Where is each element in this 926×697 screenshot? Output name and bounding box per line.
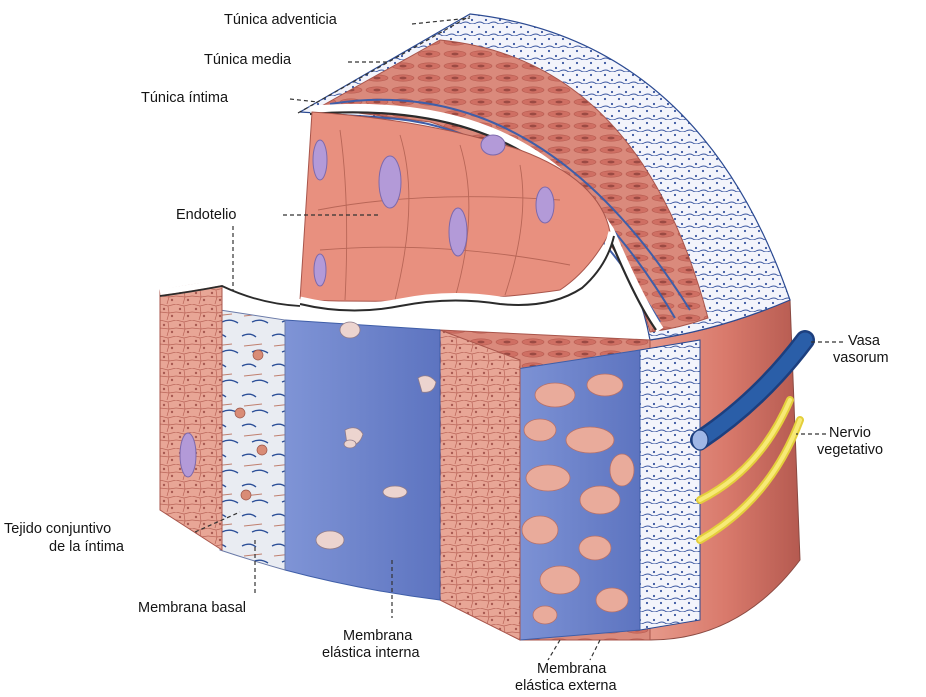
label-tunica-adventicia: Túnica adventicia (224, 12, 337, 29)
label-externa-1: Membrana (537, 661, 606, 678)
label-nervio-2: vegetativo (817, 442, 883, 459)
label-nervio-1: Nervio (829, 425, 871, 442)
label-tejido-1: Tejido conjuntivo (4, 521, 111, 538)
label-membrana-basal: Membrana basal (138, 600, 246, 617)
adventitia-strip (640, 340, 700, 630)
intima-connective-tissue (220, 310, 285, 570)
label-vasa-2: vasorum (833, 350, 889, 367)
media-cell-mosaic (440, 330, 520, 640)
label-tunica-media: Túnica media (204, 52, 291, 69)
internal-elastic-membrane (285, 320, 440, 600)
label-externa-2: elástica externa (515, 678, 617, 695)
label-interna-2: elástica interna (322, 645, 420, 662)
label-tejido-2: de la íntima (49, 539, 124, 556)
label-tunica-intima: Túnica íntima (141, 90, 228, 107)
label-vasa-1: Vasa (848, 333, 880, 350)
label-interna-1: Membrana (343, 628, 412, 645)
left-endothelium-slab (160, 280, 222, 550)
label-endotelio: Endotelio (176, 207, 236, 224)
